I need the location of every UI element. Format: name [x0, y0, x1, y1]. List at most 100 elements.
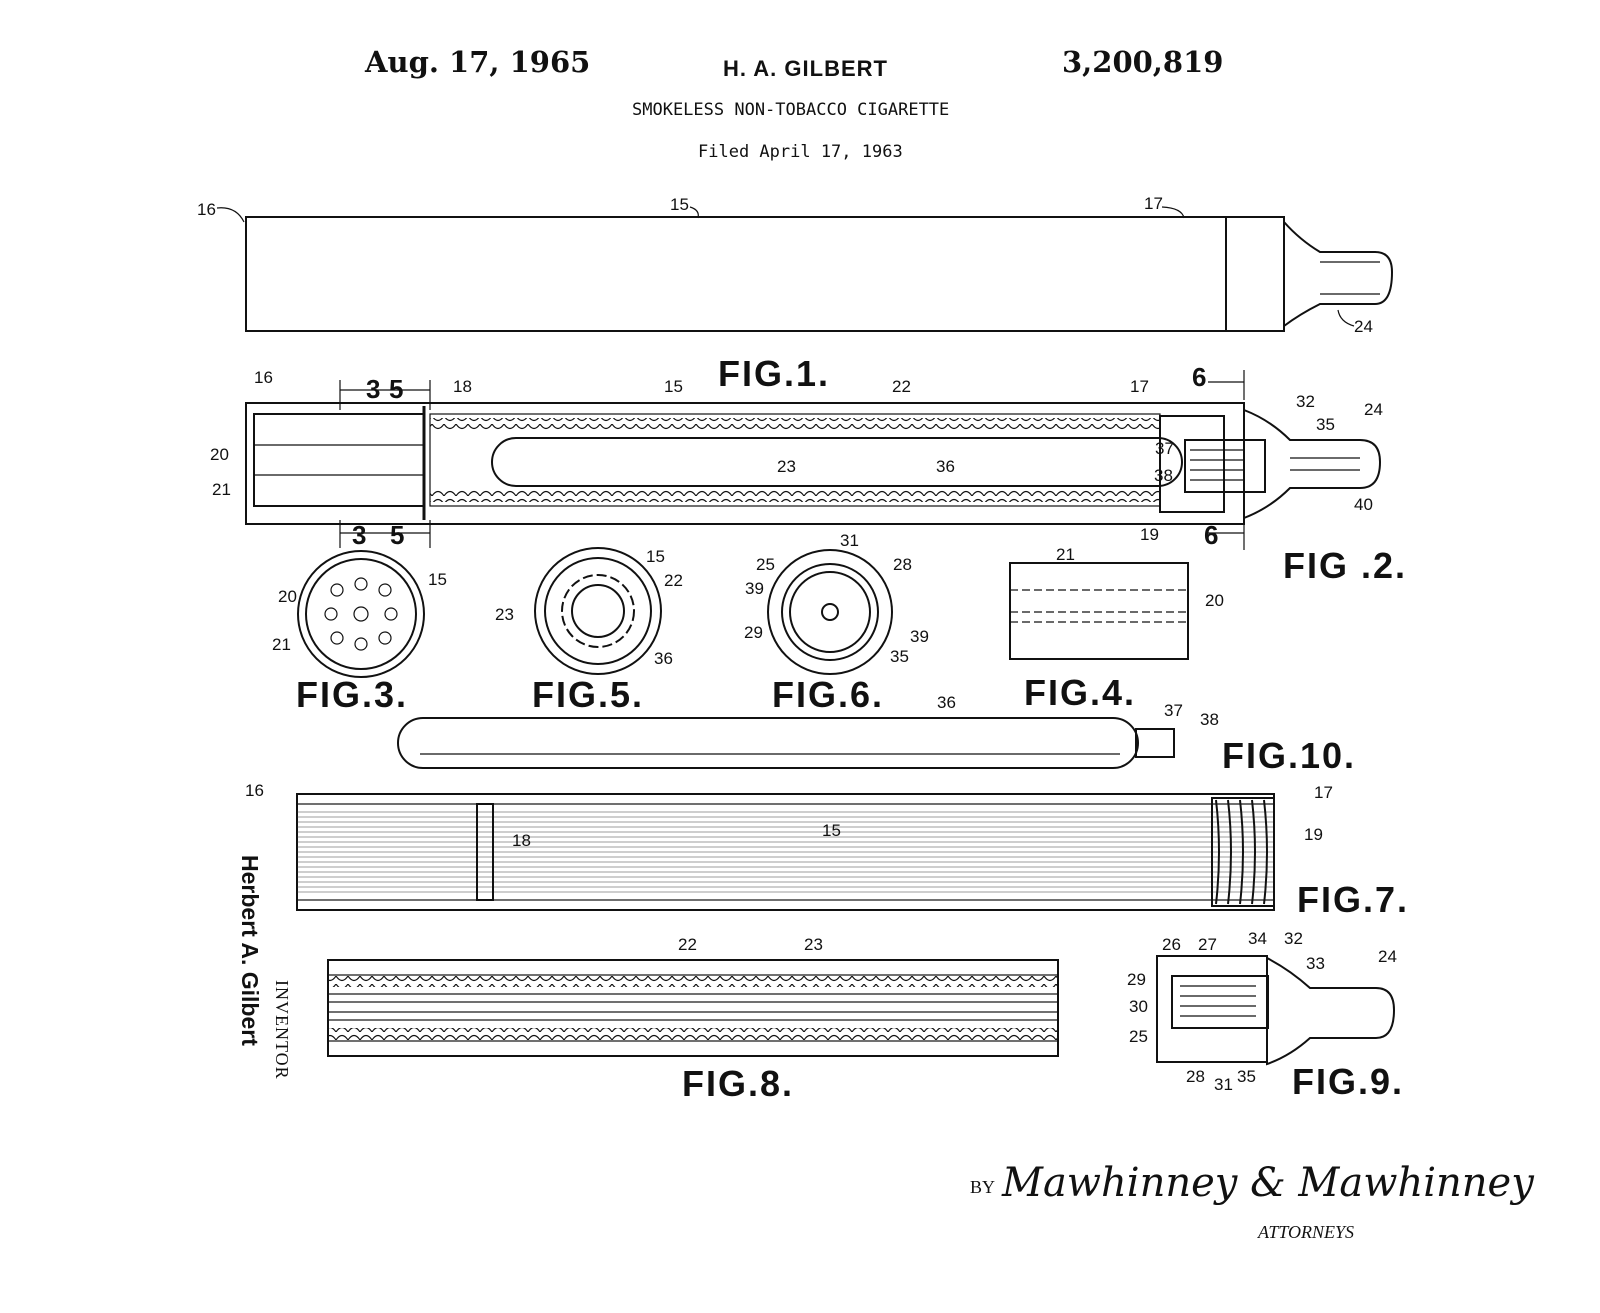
fig9-ref-29: 29: [1127, 970, 1146, 989]
fig2-ref-23: 23: [777, 457, 796, 476]
fig10-ref-37: 37: [1164, 701, 1183, 720]
fig9-ref-35: 35: [1237, 1067, 1256, 1086]
attorneys-label: ATTORNEYS: [1257, 1222, 1354, 1242]
fig6-ref-29: 29: [744, 623, 763, 642]
fig6-ref-35: 35: [890, 647, 909, 666]
fig9-label: FIG.9.: [1292, 1061, 1404, 1102]
fig1-mouthpiece: [1283, 219, 1394, 328]
fig2-ref-21: 21: [212, 480, 231, 499]
fig2-ref-18: 18: [453, 377, 472, 396]
fig2-ref-17: 17: [1130, 377, 1149, 396]
inventor-short-name: H. A. GILBERT: [723, 56, 888, 81]
fig2-ref-24: 24: [1364, 400, 1383, 419]
fig2-ref-3-top: 3: [366, 374, 380, 404]
fig6-ref-39-right: 39: [910, 627, 929, 646]
fig6-ref-25: 25: [756, 555, 775, 574]
fig1-ref-15: 15: [670, 195, 689, 214]
fig5-ref-15: 15: [646, 547, 665, 566]
fig2-ref-20: 20: [210, 445, 229, 464]
fig2-ref-6-bottom: 6: [1204, 520, 1218, 550]
fig2-ref-22: 22: [892, 377, 911, 396]
fig5-drawing: 15 22 23 36 FIG.5.: [495, 547, 683, 715]
fig1-collar: [1225, 216, 1285, 332]
fig7-partition-18: [476, 803, 494, 901]
fig2-filter-plug: [253, 413, 425, 507]
fig7-ref-17: 17: [1314, 783, 1333, 802]
patent-title: SMOKELESS NON-TOBACCO CIGARETTE: [632, 100, 949, 120]
fig7-drawing: 16 17 18 15 19 FIG.7.: [245, 781, 1409, 920]
fig2-ref-32: 32: [1296, 392, 1315, 411]
fig9-ref-27: 27: [1198, 935, 1217, 954]
fig9-ref-28: 28: [1186, 1067, 1205, 1086]
fig4-drawing: 21 20 FIG.4.: [1009, 545, 1224, 713]
fig7-ref-15: 15: [822, 821, 841, 840]
fig9-ref-34: 34: [1248, 929, 1267, 948]
fig2-ref-40: 40: [1354, 495, 1373, 514]
fig1-ref-16: 16: [197, 200, 216, 219]
patent-number: 3,200,819: [1062, 45, 1223, 79]
fig2-label: FIG .2.: [1283, 545, 1407, 586]
fig9-ref-26: 26: [1162, 935, 1181, 954]
fig9-ref-31: 31: [1214, 1075, 1233, 1094]
fig9-ref-24: 24: [1378, 947, 1397, 966]
filed-date: Filed April 17, 1963: [698, 142, 903, 162]
fig7-label: FIG.7.: [1297, 879, 1409, 920]
fig2-ref-3-bottom: 3: [352, 520, 366, 550]
fig6-drawing: 31 25 28 39 29 39 35 FIG.6.: [744, 531, 929, 715]
fig9-ref-30: 30: [1129, 997, 1148, 1016]
fig1-leader-16: [216, 207, 245, 223]
fig6-label: FIG.6.: [772, 674, 884, 715]
fig5-ref-22: 22: [664, 571, 683, 590]
fig4-label: FIG.4.: [1024, 672, 1136, 713]
fig2-ref-35: 35: [1316, 415, 1335, 434]
fig5-label: FIG.5.: [532, 674, 644, 715]
fig4-ref-20: 20: [1205, 591, 1224, 610]
fig10-label: FIG.10.: [1222, 735, 1356, 776]
fig1-label: FIG.1.: [718, 353, 830, 394]
fig2-ref-5-bottom: 5: [390, 520, 404, 550]
fig2-ref-6-top: 6: [1192, 362, 1206, 392]
fig10-ref-38: 38: [1200, 710, 1219, 729]
fig6-ref-31: 31: [840, 531, 859, 550]
fig3-label: FIG.3.: [296, 674, 408, 715]
fig8-ref-22: 22: [678, 935, 697, 954]
attorneys-by: BY: [970, 1177, 995, 1197]
fig7-ref-18: 18: [512, 831, 531, 850]
fig2-ref-15: 15: [664, 377, 683, 396]
fig4-ref-21: 21: [1056, 545, 1075, 564]
fig2-ref-19: 19: [1140, 525, 1159, 544]
fig1-ref-24: 24: [1354, 317, 1373, 336]
fig10-drawing: 36 37 38 FIG.10.: [397, 693, 1356, 776]
fig3-drawing: 20 15 21 FIG.3.: [272, 550, 447, 715]
fig2-mouthpiece: [1243, 408, 1382, 520]
inventor-label: INVENTOR: [272, 980, 292, 1080]
inventor-block: Herbert A. Gilbert INVENTOR: [237, 855, 292, 1080]
fig2-drawing: 16 3 5 18 15 22 17 6 32 24 35 20 37 21 2…: [210, 362, 1407, 586]
fig8-ref-23: 23: [804, 935, 823, 954]
fig3-ref-21: 21: [272, 635, 291, 654]
fig8-drawing: 22 23 FIG.8.: [327, 935, 1059, 1104]
fig1-drawing: 16 15 17 24 FIG.1.: [197, 194, 1394, 394]
attorneys-block: BY Mawhinney & Mawhinney ATTORNEYS: [970, 1160, 1535, 1242]
patent-header: Aug. 17, 1965 H. A. GILBERT 3,200,819 SM…: [364, 45, 1223, 162]
fig9-ref-32: 32: [1284, 929, 1303, 948]
fig6-ref-39-left: 39: [745, 579, 764, 598]
fig1-ref-17: 17: [1144, 194, 1163, 213]
fig2-ref-5-top: 5: [389, 374, 403, 404]
fig5-ref-23: 23: [495, 605, 514, 624]
attorneys-signature: Mawhinney & Mawhinney: [1001, 1160, 1535, 1206]
fig2-ref-36: 36: [936, 457, 955, 476]
fig6-ref-28: 28: [893, 555, 912, 574]
fig2-ref-38: 38: [1154, 466, 1173, 485]
inventor-name: Herbert A. Gilbert: [237, 855, 263, 1046]
fig7-threads-19: [1215, 799, 1268, 905]
fig9-ref-33: 33: [1306, 954, 1325, 973]
fig5-ref-36: 36: [654, 649, 673, 668]
fig9-drawing: 26 27 34 32 24 29 33 30 25 28 31 35 FIG.…: [1127, 929, 1404, 1102]
fig1-tube-body: [245, 216, 1227, 332]
fig9-ref-25: 25: [1129, 1027, 1148, 1046]
fig2-ref-37: 37: [1155, 439, 1174, 458]
fig3-ref-15: 15: [428, 570, 447, 589]
fig3-ref-20: 20: [278, 587, 297, 606]
